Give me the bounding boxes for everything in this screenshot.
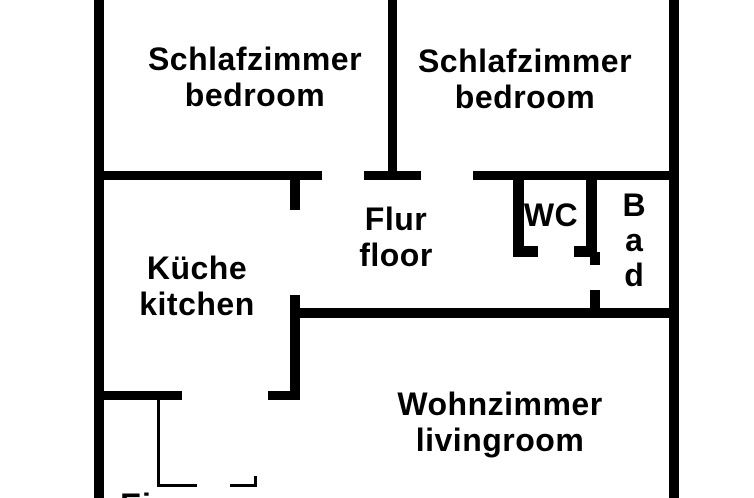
room-name-en: floor	[359, 237, 433, 273]
kitchen-south-wall-east	[268, 391, 300, 400]
room-label-hallway: Flur floor	[359, 201, 433, 273]
room-name-de: Eingang	[120, 487, 250, 498]
room-name-de: Küche	[146, 250, 248, 286]
wc-south-wall-east	[574, 246, 597, 257]
room-name-de: Schlafzimmer	[147, 41, 363, 77]
outer-wall-left	[94, 0, 104, 498]
bath-west-wall-lower	[590, 290, 600, 308]
room-label-livingroom: Wohnzimmer livingroom	[397, 386, 602, 458]
wc-south-wall-west	[513, 246, 538, 257]
wc-east-wall	[586, 180, 597, 257]
room-label-entrance: Eingang	[120, 487, 250, 498]
room-name-de: WC	[523, 197, 579, 233]
hall-north-wall-west	[94, 171, 322, 180]
room-name-en: bedroom	[454, 79, 596, 115]
room-name-de: Bad	[622, 187, 646, 293]
room-label-kitchen: Küche kitchen	[139, 250, 255, 322]
room-label-bedroom-left: Schlafzimmer bedroom	[148, 41, 362, 113]
room-label-wc: WC	[524, 197, 578, 233]
kitchen-east-wall-upper	[290, 171, 300, 210]
entry-partition-line	[157, 400, 160, 487]
hall-north-wall-east	[473, 171, 679, 180]
room-name-en: bedroom	[184, 77, 326, 113]
room-name-de: Schlafzimmer	[417, 43, 633, 79]
hall-north-wall-mid	[364, 171, 421, 180]
room-name-de: Wohnzimmer	[397, 386, 603, 422]
room-label-bathroom: Bad	[621, 188, 647, 293]
living-north-wall	[290, 308, 679, 318]
room-label-bedroom-right: Schlafzimmer bedroom	[418, 43, 632, 115]
wc-west-wall	[513, 180, 524, 257]
bath-west-wall-upper	[590, 252, 600, 265]
room-name-de: Flur	[364, 201, 428, 237]
room-name-en: kitchen	[139, 286, 255, 322]
entry-door-jamb	[254, 476, 257, 487]
bedroom-divider-wall	[388, 0, 397, 180]
outer-wall-right	[669, 0, 679, 498]
kitchen-east-wall-lower	[290, 295, 300, 400]
kitchen-south-wall-west	[94, 391, 182, 400]
entry-sill-east	[230, 484, 257, 487]
room-name-en: livingroom	[415, 422, 585, 458]
entry-sill-west	[157, 484, 197, 487]
